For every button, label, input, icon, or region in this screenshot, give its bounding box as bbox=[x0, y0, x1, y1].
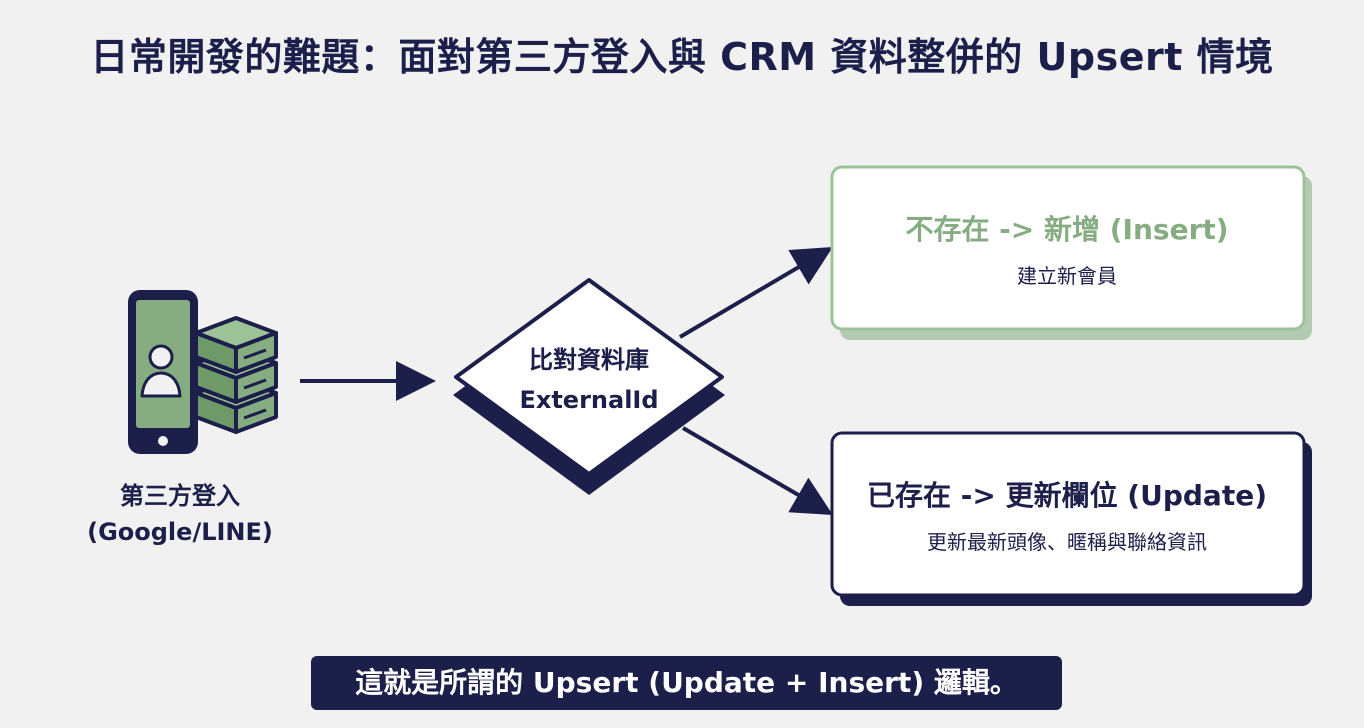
update-title: 已存在 -> 更新欄位 (Update) bbox=[866, 479, 1267, 512]
decision-label-line1: 比對資料庫 bbox=[529, 346, 649, 374]
source-label: 第三方登入 (Google/LINE) bbox=[80, 478, 280, 550]
server-stack-icon bbox=[194, 316, 278, 434]
update-box bbox=[830, 431, 1312, 606]
insert-box bbox=[830, 165, 1312, 340]
insert-title: 不存在 -> 新增 (Insert) bbox=[905, 213, 1229, 246]
decision-label: 比對資料庫 ExternalId bbox=[478, 340, 700, 420]
page-title: 日常開發的難題：面對第三方登入與 CRM 資料整併的 Upsert 情境 bbox=[90, 35, 1274, 79]
footer-caption: 這就是所謂的 Upsert (Update + Insert) 邏輯。 bbox=[311, 656, 1062, 710]
phone-user-icon bbox=[128, 290, 198, 454]
insert-subtitle: 建立新會員 bbox=[1017, 264, 1117, 288]
arrow-to-insert bbox=[678, 246, 833, 339]
decision-label-line2: ExternalId bbox=[519, 386, 659, 414]
source-label-line2: (Google/LINE) bbox=[87, 518, 273, 546]
arrow-to-update bbox=[681, 426, 833, 516]
update-subtitle: 更新最新頭像、暱稱與聯絡資訊 bbox=[927, 530, 1207, 554]
decision-diamond bbox=[453, 278, 725, 495]
source-label-line1: 第三方登入 bbox=[120, 482, 240, 510]
